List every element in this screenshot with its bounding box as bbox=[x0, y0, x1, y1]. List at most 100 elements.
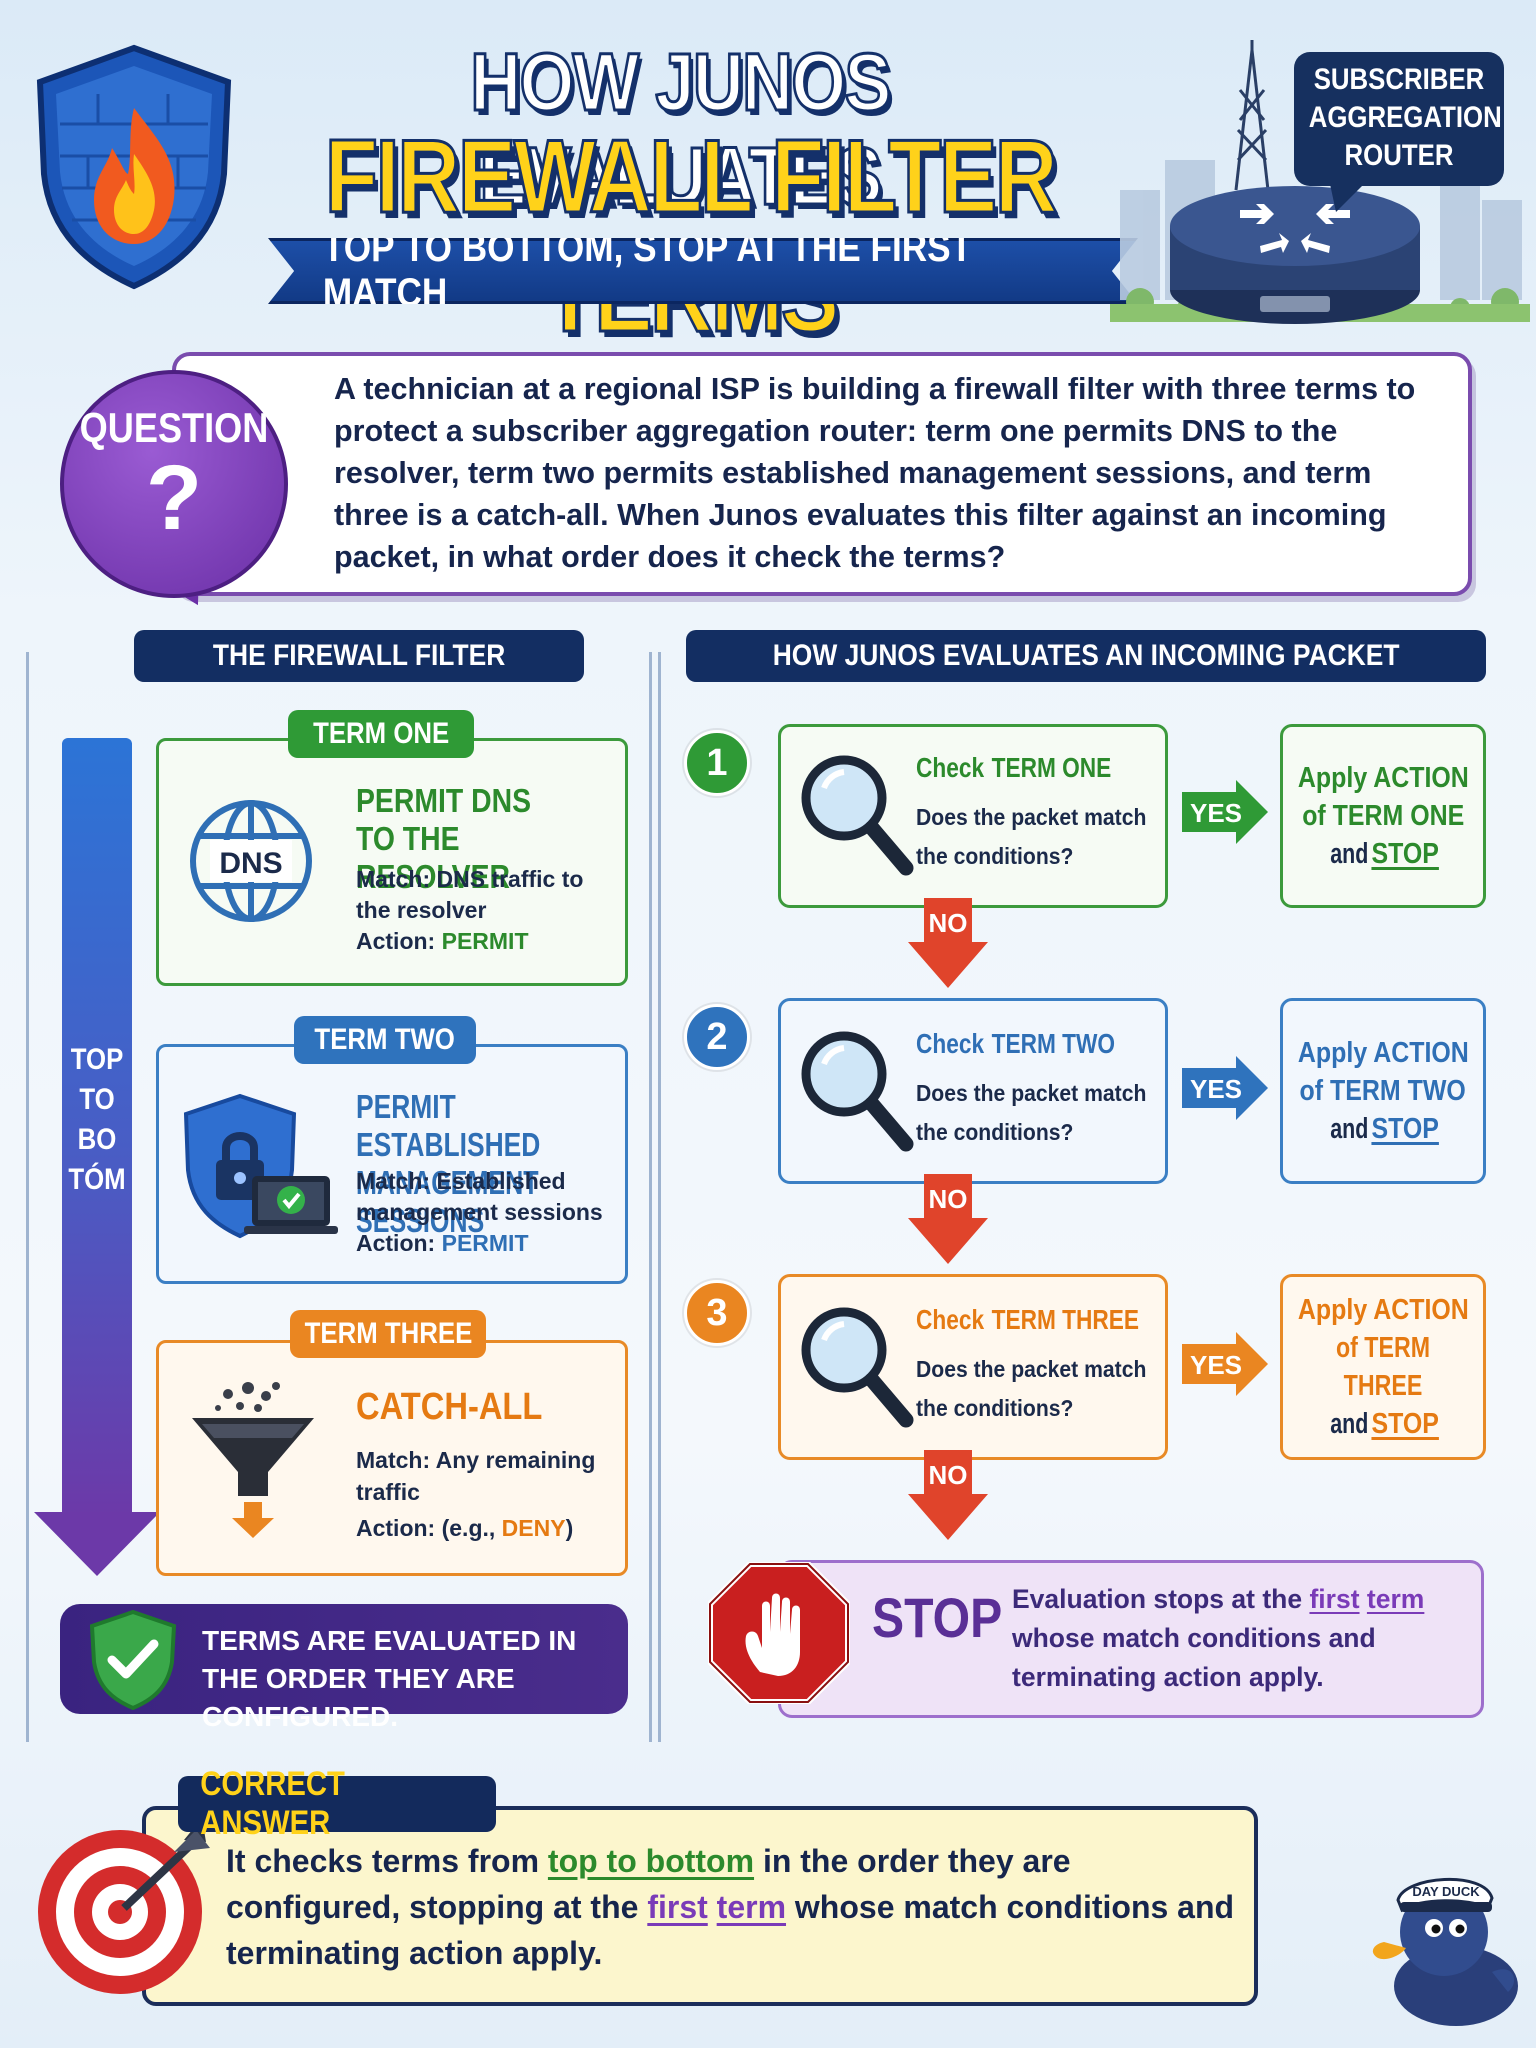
stop-first-highlight: first bbox=[1309, 1584, 1360, 1614]
term-one-details: Match: DNS traffic to the resolver Actio… bbox=[356, 864, 620, 957]
term-title-line: CATCH-ALL bbox=[356, 1386, 543, 1428]
evaluation-flow-panel bbox=[658, 652, 1494, 1742]
arrow-label-line: TO bbox=[79, 1083, 115, 1116]
stop-text: whose match conditions and terminating a… bbox=[1012, 1623, 1376, 1692]
router-illustration-icon bbox=[1110, 40, 1530, 324]
check-question-line: the conditions? bbox=[916, 1395, 1074, 1421]
router-label-line: ROUTER bbox=[1344, 139, 1454, 172]
stop-description: Evaluation stops at the first term whose… bbox=[1012, 1580, 1472, 1697]
apply-stop: STOP bbox=[1371, 1408, 1439, 1440]
dns-globe-icon: DNS bbox=[190, 800, 312, 922]
answer-term-highlight: term bbox=[716, 1889, 787, 1925]
term-match-line: management sessions bbox=[356, 1199, 603, 1225]
apply-stop: STOP bbox=[1371, 1113, 1439, 1145]
apply-term-two-box: Apply ACTION of TERM TWO and STOP bbox=[1280, 998, 1486, 1184]
term-action-value: DENY bbox=[501, 1515, 566, 1541]
dns-icon-text: DNS bbox=[219, 847, 282, 880]
title-line-2: FIREWALL FILTER TERMS bbox=[323, 118, 1059, 356]
check-question-line: the conditions? bbox=[916, 843, 1074, 869]
yes-label: YES bbox=[1190, 1074, 1242, 1104]
answer-top-to-bottom-highlight: top to bottom bbox=[547, 1843, 755, 1879]
subtitle-ribbon: TOP TO BOTTOM, STOP AT THE FIRST MATCH bbox=[268, 238, 1138, 304]
term-match-line: Match: DNS traffic to bbox=[356, 866, 584, 892]
subtitle-text: TOP TO BOTTOM, STOP AT THE FIRST MATCH bbox=[322, 226, 973, 315]
lock-shield-laptop-icon bbox=[183, 1093, 338, 1239]
yes-arrow-icon: YES bbox=[1182, 780, 1268, 844]
term-three-title: CATCH-ALL bbox=[356, 1388, 626, 1426]
check-question-line: the conditions? bbox=[916, 1119, 1074, 1145]
router-label-pointer bbox=[1330, 184, 1364, 212]
check-term: TERM THREE bbox=[991, 1304, 1140, 1335]
term-one-title: PERMIT DNS TO THE RESOLVER bbox=[356, 782, 626, 896]
check-question-line: Does the packet match bbox=[916, 1356, 1147, 1382]
check-term: TERM ONE bbox=[991, 752, 1112, 783]
check-term-one-question: Does the packet match the conditions? bbox=[916, 798, 1172, 876]
answer-text-part: in the order they are configured, stoppi… bbox=[226, 1843, 1071, 1925]
check-shield-icon bbox=[89, 1610, 177, 1710]
arrow-label-line: TÓM bbox=[68, 1163, 126, 1196]
no-arrow-icon: NO bbox=[908, 1450, 988, 1540]
term-title-line: TO THE RESOLVER bbox=[356, 820, 511, 895]
check-term-three-title: Check TERM THREE bbox=[916, 1304, 1182, 1336]
term-match-line: Match: Established bbox=[356, 1168, 566, 1194]
answer-tag-text: CORRECT ANSWER bbox=[200, 1765, 345, 1842]
apply-term-one-box: Apply ACTION of TERM ONE and STOP bbox=[1280, 724, 1486, 908]
stop-sign-hand-icon bbox=[708, 1562, 850, 1704]
correct-answer-tag: CORRECT ANSWER bbox=[178, 1765, 496, 1842]
check-prefix: Check bbox=[916, 1304, 985, 1335]
term-action-label: Action: (e.g., bbox=[356, 1515, 502, 1541]
apply-line: Apply ACTION bbox=[1297, 1037, 1469, 1069]
title-line-1: HOW JUNOS EVALUATES bbox=[469, 36, 893, 224]
term-action-value: PERMIT bbox=[441, 1230, 529, 1256]
question-text: A technician at a regional ISP is buildi… bbox=[334, 372, 1416, 574]
check-term-two-question: Does the packet match the conditions? bbox=[916, 1074, 1172, 1152]
check-term-one-title: Check TERM ONE bbox=[916, 752, 1148, 784]
check-term: TERM TWO bbox=[991, 1028, 1116, 1059]
term-action-value: PERMIT bbox=[441, 928, 529, 954]
term-one-tag: TERM ONE bbox=[288, 710, 474, 758]
step-3-badge: 3 bbox=[684, 1280, 750, 1346]
funnel-icon bbox=[192, 1382, 314, 1538]
top-to-bottom-arrow bbox=[62, 738, 132, 1518]
router-label-line: AGGREGATION bbox=[1308, 101, 1502, 134]
apply-term-three-box: Apply ACTION of TERM THREE and STOP bbox=[1280, 1274, 1486, 1460]
yes-arrow-icon: YES bbox=[1182, 1056, 1268, 1120]
check-term-three-question: Does the packet match the conditions? bbox=[916, 1350, 1172, 1428]
answer-first-highlight: first bbox=[647, 1889, 708, 1925]
term-tag-text: TERM THREE bbox=[304, 1317, 472, 1350]
top-to-bottom-arrow-head bbox=[34, 1512, 160, 1576]
magnifier-icon bbox=[801, 1307, 914, 1428]
term-action-suffix: ) bbox=[565, 1515, 574, 1541]
apply-line: of TERM TWO bbox=[1299, 1075, 1467, 1107]
term-two-title: PERMIT ESTABLISHED MANAGEMENT SESSIONS bbox=[356, 1088, 626, 1240]
no-arrow-icon: NO bbox=[908, 898, 988, 988]
check-prefix: Check bbox=[916, 752, 985, 783]
magnifier-icon bbox=[801, 1031, 914, 1152]
term-two-tag: TERM TWO bbox=[294, 1016, 476, 1064]
check-prefix: Check bbox=[916, 1028, 985, 1059]
apply-line: Apply ACTION bbox=[1297, 762, 1469, 794]
apply-and: and bbox=[1330, 1113, 1369, 1145]
term-match-line: Match: Any remaining bbox=[356, 1447, 596, 1473]
target-icon bbox=[38, 1818, 210, 1994]
apply-and: and bbox=[1330, 1408, 1369, 1440]
arrow-label-line: BO bbox=[77, 1123, 117, 1156]
check-question-line: Does the packet match bbox=[916, 1080, 1147, 1106]
term-three-tag: TERM THREE bbox=[290, 1310, 486, 1358]
stop-text: Evaluation stops at the bbox=[1012, 1584, 1310, 1614]
arrow-label-line: TOP bbox=[70, 1043, 124, 1076]
term-match-line: the resolver bbox=[356, 897, 487, 923]
evaluation-order-note-text: TERMS ARE EVALUATED IN THE ORDER THEY AR… bbox=[202, 1625, 577, 1732]
firewall-filter-heading: THE FIREWALL FILTER bbox=[134, 630, 584, 682]
firewall-shield-icon bbox=[36, 44, 232, 290]
top-to-bottom-label: TOP TO BO TÓM bbox=[62, 1040, 132, 1200]
term-match-line: traffic bbox=[356, 1479, 420, 1505]
no-label: NO bbox=[929, 908, 968, 938]
yes-arrow-icon: YES bbox=[1182, 1332, 1268, 1396]
term-three-details: Match: Any remaining traffic Action: (e.… bbox=[356, 1444, 620, 1544]
term-title-line: PERMIT DNS bbox=[356, 782, 532, 819]
mascot-cap-text: DAY DUCK bbox=[1412, 1884, 1480, 1899]
term-title-line: PERMIT ESTABLISHED bbox=[356, 1088, 541, 1163]
apply-stop: STOP bbox=[1371, 838, 1439, 870]
term-tag-text: TERM ONE bbox=[312, 717, 450, 750]
